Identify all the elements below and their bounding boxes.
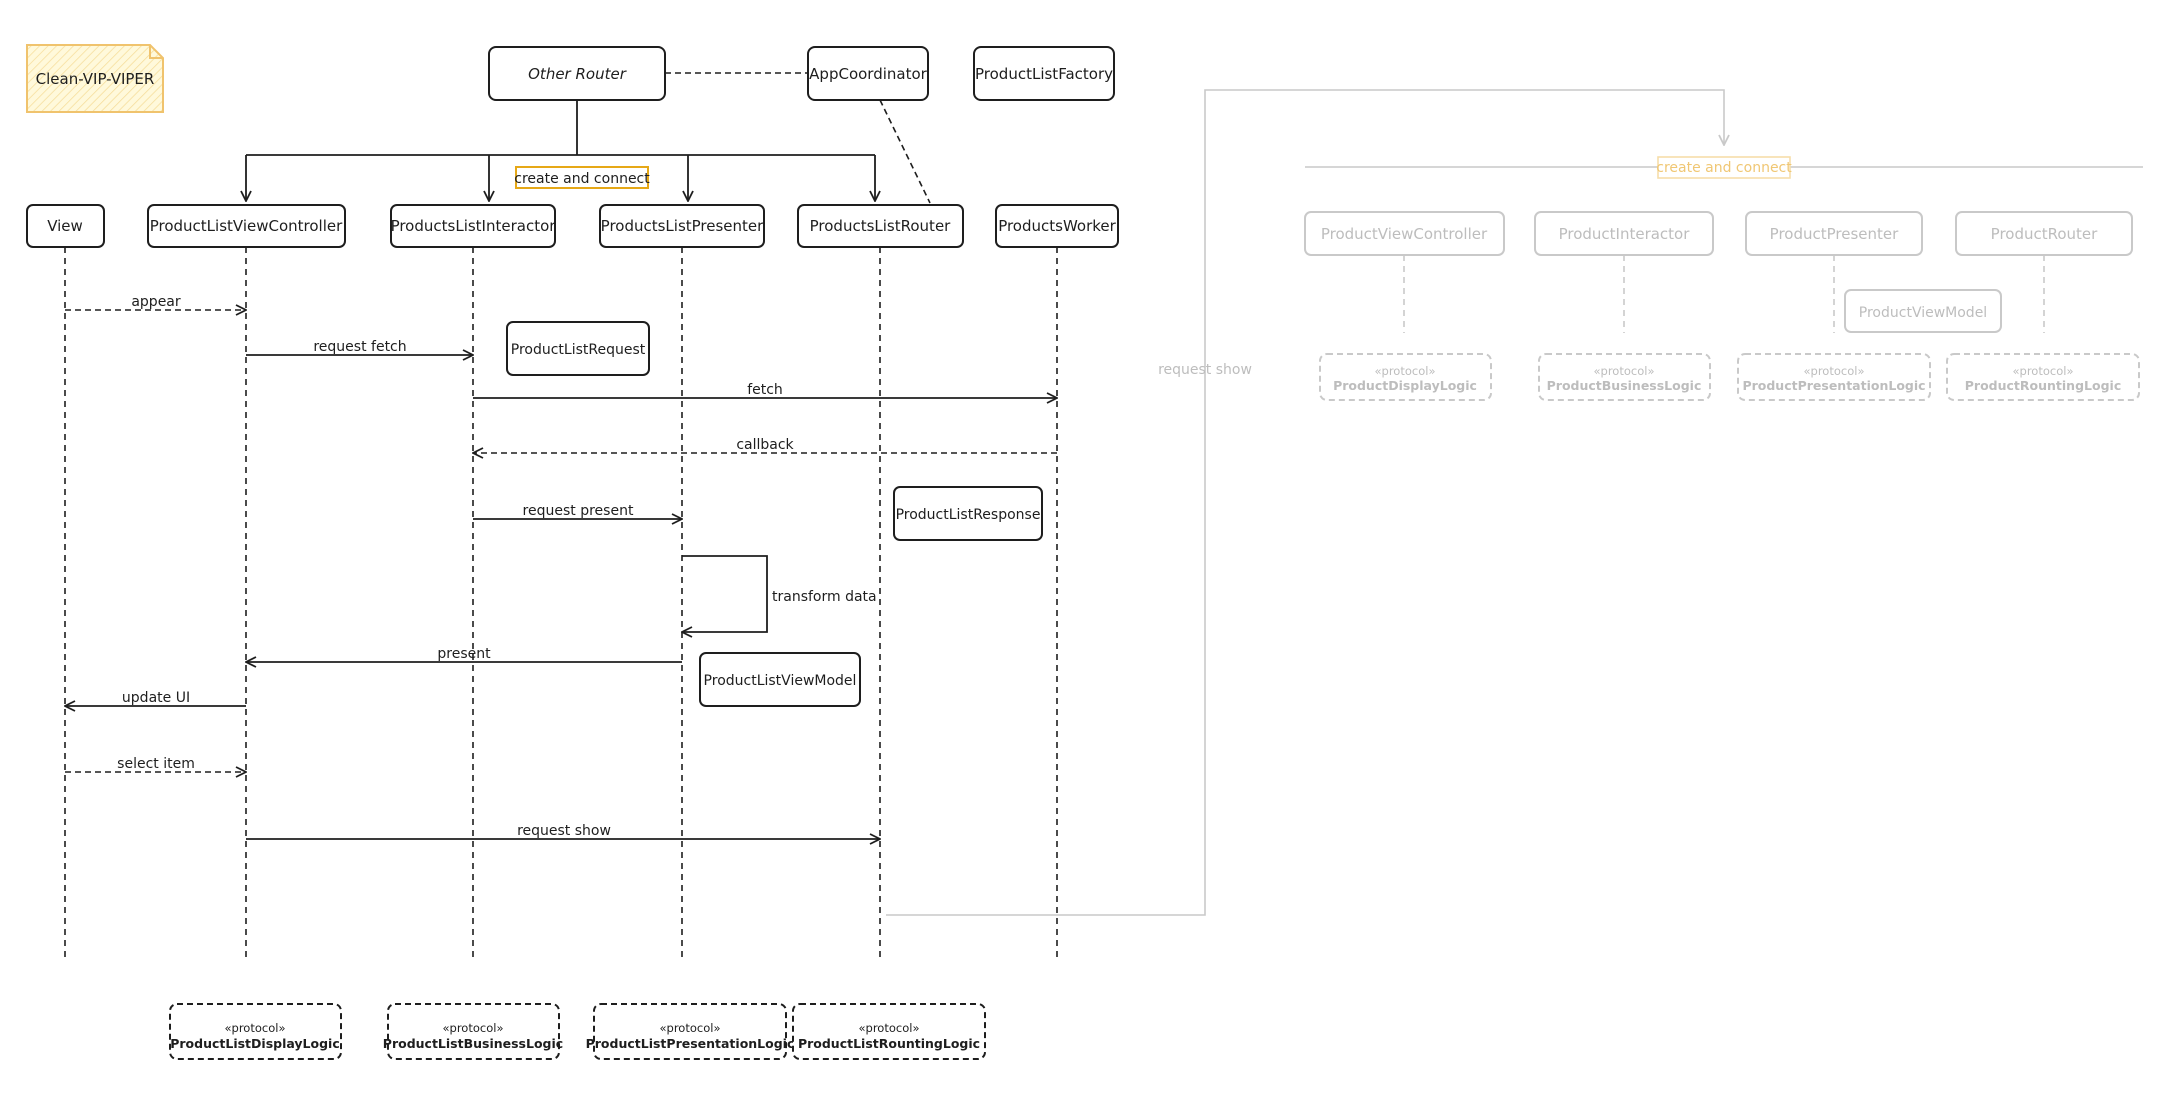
create-and-connect-tag: create and connect	[514, 166, 650, 189]
target-component-view-controller-label: ProductViewController	[1321, 225, 1488, 243]
create-connect-connectors	[246, 100, 875, 201]
protocol-name: ProductListBusinessLogic	[383, 1036, 563, 1051]
message-appear: appear	[65, 294, 246, 310]
participant-presenter-label: ProductsListPresenter	[601, 217, 764, 235]
target-module: create and connect ProductViewController…	[1304, 156, 2143, 401]
target-view-model-box[interactable]: ProductViewModel	[1844, 289, 2002, 333]
protocol-stereotype: «protocol»	[443, 1021, 504, 1035]
protocol-business-logic[interactable]: «protocol» ProductListBusinessLogic	[383, 1003, 563, 1060]
create-and-connect-label: create and connect	[514, 171, 650, 187]
title-note-label: Clean-VIP-VIPER	[36, 70, 155, 88]
message-transform-data-label: transform data	[772, 589, 877, 605]
protocol-stereotype: «protocol»	[859, 1021, 920, 1035]
model-response-label: ProductListResponse	[896, 507, 1041, 523]
route-request-show-label: request show	[1158, 362, 1252, 378]
target-component-view-controller[interactable]: ProductViewController	[1304, 211, 1505, 256]
message-callback-label: callback	[736, 437, 794, 453]
target-create-connect-label: create and connect	[1656, 160, 1792, 176]
target-protocol-routing-logic[interactable]: «protocol» ProductRountingLogic	[1946, 353, 2140, 401]
target-component-interactor-label: ProductInteractor	[1559, 225, 1691, 243]
model-request-box[interactable]: ProductListRequest	[506, 321, 650, 376]
protocol-stereotype: «protocol»	[225, 1021, 286, 1035]
participant-view-label: View	[47, 217, 83, 235]
message-request-fetch-label: request fetch	[313, 339, 406, 355]
product-list-factory-box[interactable]: ProductListFactory	[973, 46, 1115, 101]
message-request-present: request present	[473, 503, 682, 519]
target-protocol-presentation-logic[interactable]: «protocol» ProductPresentationLogic	[1737, 353, 1931, 401]
message-present: present	[246, 646, 682, 662]
message-present-label: present	[437, 646, 491, 662]
target-protocol-name: ProductRountingLogic	[1965, 378, 2121, 393]
protocol-name: ProductListRountingLogic	[798, 1036, 980, 1051]
participant-view-controller[interactable]: ProductListViewController	[147, 204, 346, 248]
message-fetch-label: fetch	[747, 382, 783, 398]
target-protocol-display-logic[interactable]: «protocol» ProductDisplayLogic	[1319, 353, 1492, 401]
participant-router[interactable]: ProductsListRouter	[797, 204, 964, 248]
protocol-routing-logic[interactable]: «protocol» ProductListRountingLogic	[792, 1003, 986, 1060]
target-component-router[interactable]: ProductRouter	[1955, 211, 2133, 256]
protocol-name: ProductListDisplayLogic	[170, 1036, 340, 1051]
protocol-display-logic[interactable]: «protocol» ProductListDisplayLogic	[169, 1003, 342, 1060]
model-view-model-label: ProductListViewModel	[704, 673, 857, 689]
target-component-router-label: ProductRouter	[1991, 225, 2098, 243]
message-update-ui-label: update UI	[122, 690, 190, 706]
target-protocol-name: ProductDisplayLogic	[1333, 378, 1477, 393]
app-coordinator-box[interactable]: AppCoordinator	[807, 46, 929, 101]
message-select-item: select item	[65, 756, 246, 772]
target-protocol-stereotype: «protocol»	[1375, 364, 1436, 378]
message-select-item-label: select item	[117, 756, 195, 772]
message-fetch: fetch	[473, 382, 1057, 398]
message-appear-label: appear	[131, 294, 181, 310]
target-protocol-stereotype: «protocol»	[2013, 364, 2074, 378]
message-update-ui: update UI	[65, 690, 246, 706]
message-callback: callback	[473, 437, 1057, 453]
model-request-label: ProductListRequest	[511, 342, 646, 358]
participant-interactor-label: ProductsListInteractor	[391, 217, 557, 235]
message-request-present-label: request present	[523, 503, 634, 519]
protocol-presentation-logic[interactable]: «protocol» ProductListPresentationLogic	[586, 1003, 795, 1060]
protocol-name: ProductListPresentationLogic	[586, 1036, 795, 1051]
target-protocol-stereotype: «protocol»	[1594, 364, 1655, 378]
message-request-show-label: request show	[517, 823, 611, 839]
target-view-model-label: ProductViewModel	[1859, 305, 1987, 321]
target-component-presenter[interactable]: ProductPresenter	[1745, 211, 1923, 256]
model-response-box[interactable]: ProductListResponse	[893, 486, 1043, 541]
participant-router-label: ProductsListRouter	[810, 217, 952, 235]
message-transform-data: transform data	[682, 555, 877, 632]
message-request-fetch: request fetch	[246, 339, 473, 355]
participant-worker-label: ProductsWorker	[998, 217, 1116, 235]
participant-view[interactable]: View	[26, 204, 105, 248]
target-component-interactor[interactable]: ProductInteractor	[1534, 211, 1714, 256]
target-protocol-name: ProductBusinessLogic	[1547, 378, 1702, 393]
message-request-show: request show	[246, 823, 880, 839]
product-list-factory-label: ProductListFactory	[975, 65, 1113, 83]
participant-interactor[interactable]: ProductsListInteractor	[390, 204, 557, 248]
target-protocol-stereotype: «protocol»	[1804, 364, 1865, 378]
model-view-model-box[interactable]: ProductListViewModel	[699, 652, 861, 707]
target-component-presenter-label: ProductPresenter	[1770, 225, 1899, 243]
participant-presenter[interactable]: ProductsListPresenter	[599, 204, 765, 248]
other-router-label: Other Router	[528, 65, 627, 83]
target-protocol-business-logic[interactable]: «protocol» ProductBusinessLogic	[1538, 353, 1711, 401]
title-note: Clean-VIP-VIPER	[26, 44, 164, 113]
coordinator-router-link	[879, 99, 931, 204]
participant-worker[interactable]: ProductsWorker	[995, 204, 1119, 248]
other-router-box[interactable]: Other Router	[488, 46, 666, 101]
route-to-target-module: request show	[886, 89, 1724, 916]
target-create-connect-tag	[1657, 156, 1791, 179]
participant-view-controller-label: ProductListViewController	[150, 217, 343, 235]
app-coordinator-label: AppCoordinator	[809, 65, 927, 83]
target-protocol-name: ProductPresentationLogic	[1742, 378, 1925, 393]
protocol-stereotype: «protocol»	[660, 1021, 721, 1035]
